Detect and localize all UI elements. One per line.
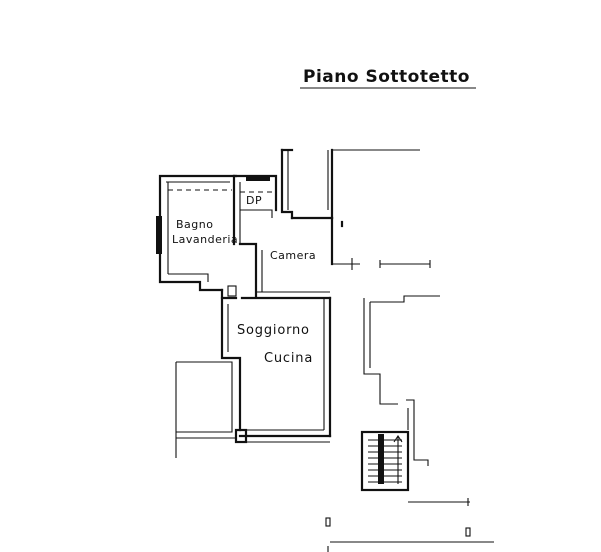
room-labels: DP Bagno Lavanderia Camera Soggiorno Cuc… xyxy=(172,194,316,366)
dp-window xyxy=(246,176,270,181)
bathroom-window xyxy=(156,216,162,254)
balcony-edge xyxy=(332,149,431,268)
corridor-left-wall xyxy=(220,288,238,300)
label-camera: Camera xyxy=(270,249,316,262)
dp-inner-bottom xyxy=(240,209,273,218)
soggiorno-left-wall xyxy=(220,296,242,432)
stair-core-right-wall xyxy=(406,399,429,466)
camera-walls xyxy=(238,148,360,298)
label-cucina: Cucina xyxy=(264,351,313,366)
bottom-small-mark xyxy=(325,517,331,527)
dp-closet-walls xyxy=(232,174,278,218)
plan-title-group: Piano Sottotetto xyxy=(300,67,476,89)
corridor-walls xyxy=(220,285,332,300)
corridor-door-jamb xyxy=(227,285,237,297)
camera-left-wall xyxy=(280,148,294,220)
stair-core-outline-left xyxy=(363,298,398,405)
plan-title: Piano Sottotetto xyxy=(303,67,470,87)
camera-left-partition xyxy=(238,242,258,298)
label-dp: DP xyxy=(246,194,262,207)
label-soggiorno: Soggiorno xyxy=(237,323,310,338)
bathroom-laundry-walls xyxy=(156,174,241,292)
label-bagno: Bagno xyxy=(176,218,213,231)
soggiorno-column xyxy=(234,428,248,444)
label-lavanderia: Lavanderia xyxy=(172,233,238,246)
exterior-right xyxy=(363,295,440,466)
stairwell-frame xyxy=(360,430,410,492)
soggiorno-walls xyxy=(220,296,332,444)
stair-core-outline-top xyxy=(370,295,440,303)
bathroom-inner-bottom xyxy=(168,273,209,282)
lower-balcony-outline xyxy=(176,361,233,433)
stair-treads xyxy=(368,439,402,483)
stairwell xyxy=(360,430,410,492)
stair-arrow-icon xyxy=(393,435,403,443)
stair-stringer xyxy=(378,434,384,484)
bottom-right-mark xyxy=(465,527,471,537)
bathroom-outer-wall xyxy=(158,174,238,292)
bottom-edges xyxy=(325,498,494,552)
lower-balcony xyxy=(175,361,236,458)
